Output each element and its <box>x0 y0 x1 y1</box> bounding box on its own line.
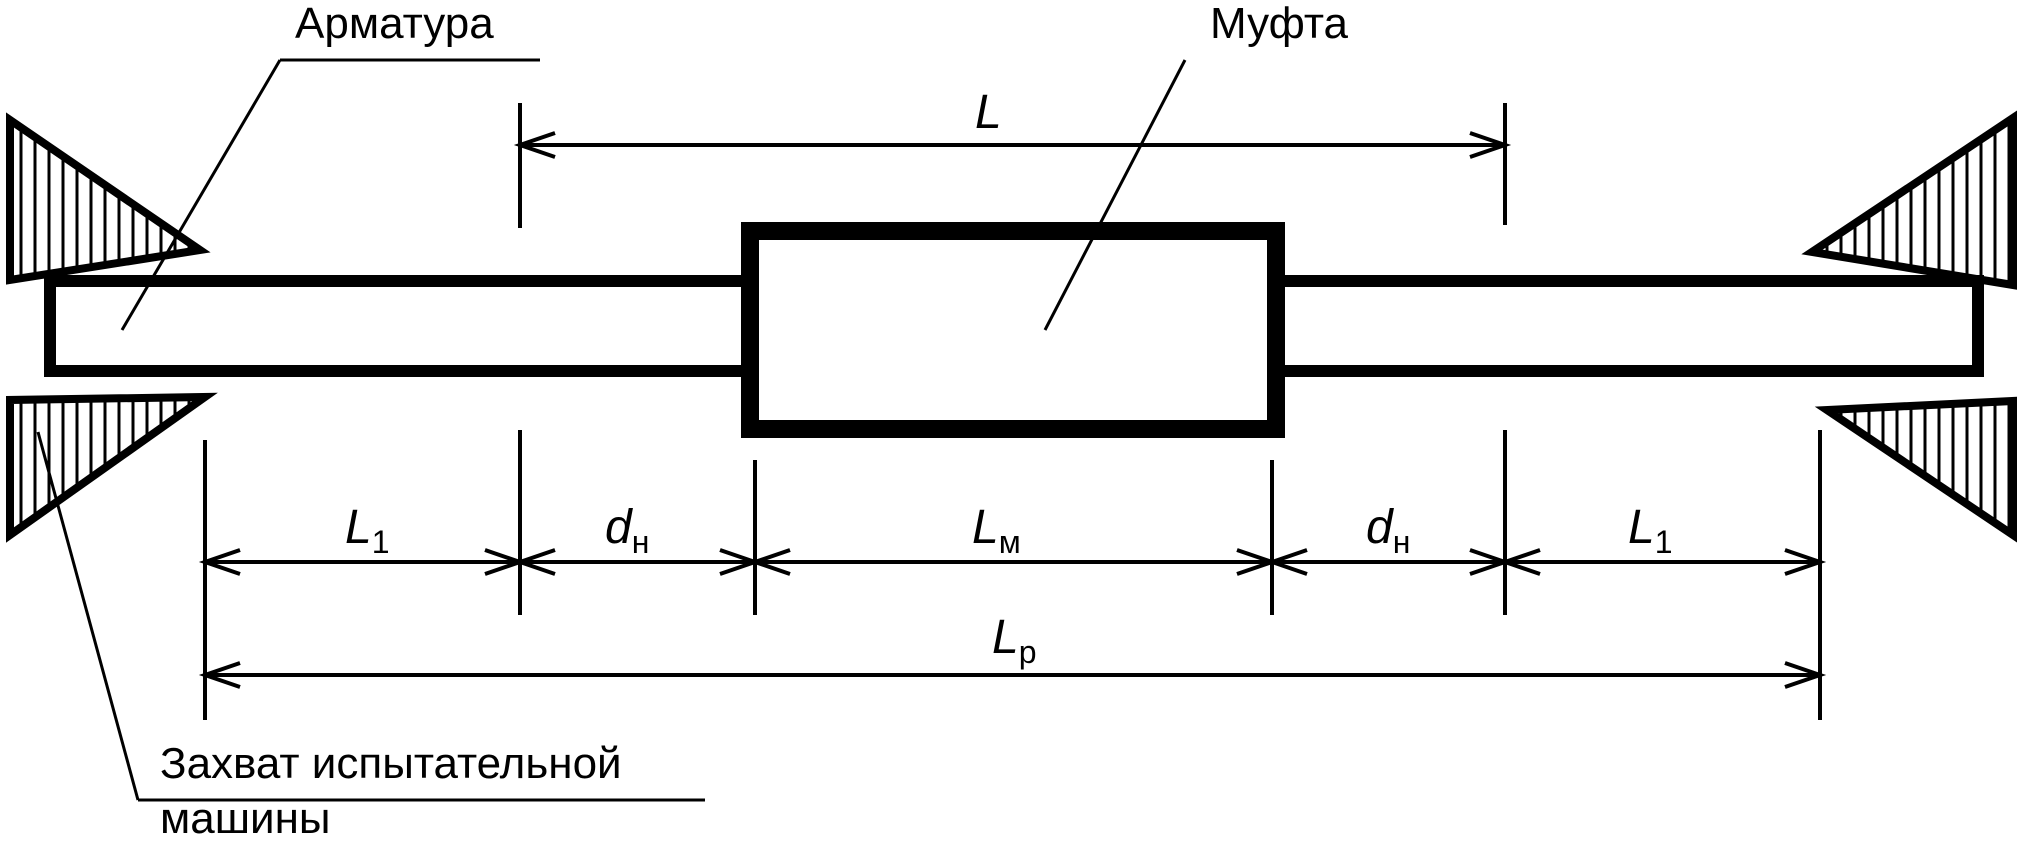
coupler-leader-line <box>1043 59 1187 331</box>
grip-leader-line <box>36 431 140 801</box>
grip-label-line1: Захват испытательной <box>160 739 622 788</box>
dimension-dn-left-sub: н <box>632 524 650 560</box>
dimension-L-label: L <box>975 86 1002 139</box>
dimension-dn-right-main: d <box>1366 501 1394 554</box>
dimension-dn-right-sub: н <box>1393 524 1411 560</box>
dimension-lines <box>198 131 1827 689</box>
grip-top-left <box>6 112 211 285</box>
dimension-Lp-sub: р <box>1019 634 1037 670</box>
dimension-L1-left-main: L <box>345 501 372 554</box>
coupler-body <box>741 222 1285 438</box>
dimension-Lp-label: Lр <box>992 611 1037 670</box>
dimension-L1-right-main: L <box>1628 501 1655 554</box>
grip-bottom-left <box>6 392 218 543</box>
dimension-L-main: L <box>975 86 1002 139</box>
grip-label-line2: машины <box>160 794 331 843</box>
dimension-Lm-label: Lм <box>972 501 1021 560</box>
dimension-L1-left-sub: 1 <box>372 524 390 560</box>
rebar-label: Арматура <box>295 0 494 48</box>
dimension-dn-left-label: dн <box>605 501 649 560</box>
dimension-dn-right-label: dн <box>1366 501 1410 560</box>
dimension-L1-right-sub: 1 <box>1655 524 1673 560</box>
dimension-L1-right-label: L1 <box>1628 501 1673 560</box>
grip-bottom-right <box>1814 396 2017 543</box>
rebar-leader-line <box>120 59 282 331</box>
dimension-dn-left-main: d <box>605 501 633 554</box>
dimension-Lp-main: L <box>992 611 1019 664</box>
extension-lines <box>203 103 1822 720</box>
dimension-Lm-sub: м <box>999 524 1021 560</box>
dimension-L1-left-label: L1 <box>345 501 390 560</box>
grip-top-right <box>1801 110 2017 290</box>
coupler-label: Муфта <box>1210 0 1349 48</box>
dimension-Lm-main: L <box>972 501 999 554</box>
